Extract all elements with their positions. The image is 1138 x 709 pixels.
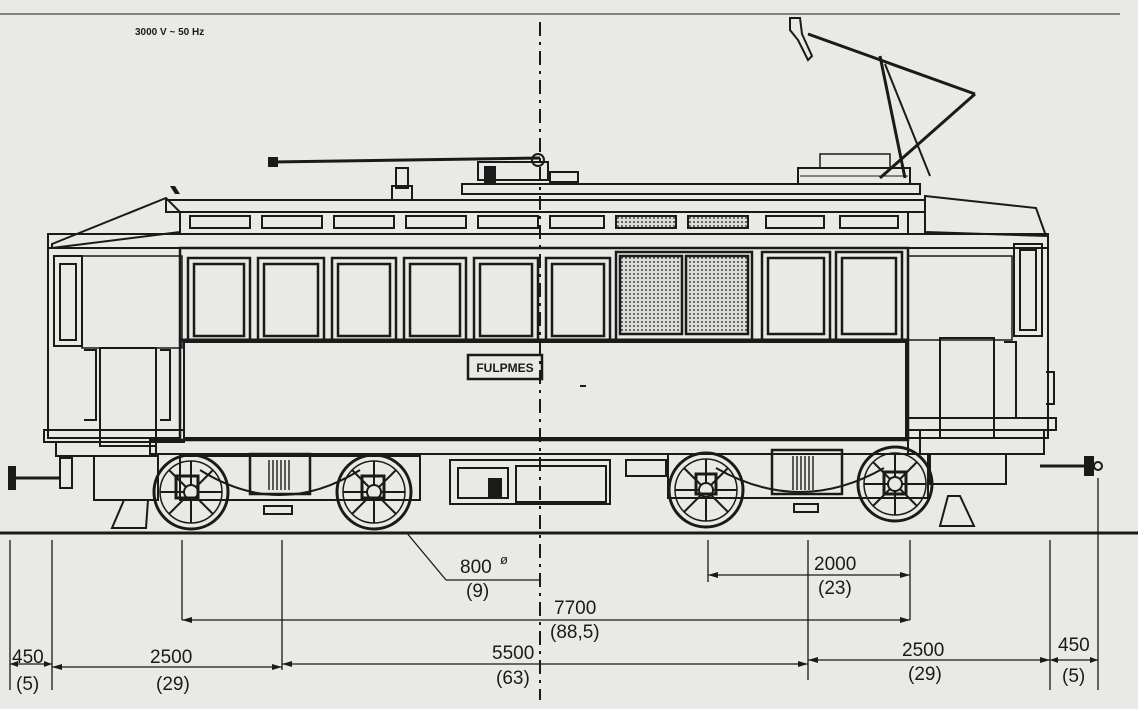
dim-left-overhang-value: 2500	[150, 647, 192, 668]
dim-right-coupler-value: 450	[1058, 635, 1090, 656]
left-platform	[8, 247, 185, 501]
dim-bogie-wheelbase-scale: (23)	[818, 578, 852, 599]
destination-plate-text: FULPMES	[476, 361, 533, 375]
right-bogie-wheel-1	[667, 451, 745, 529]
destination-plate	[466, 353, 544, 381]
dimension-lines	[9, 478, 1099, 690]
dim-wheel-diameter-value: 800	[460, 557, 492, 578]
dim-wheel-diameter-symbol: ø	[500, 552, 508, 567]
underframe	[149, 439, 909, 505]
dim-bogie-centres-value: 7700	[554, 598, 596, 619]
left-bogie	[110, 452, 421, 531]
dim-right-coupler-scale: (5)	[1062, 666, 1085, 687]
right-bogie	[667, 445, 976, 529]
dim-left-overhang-scale: (29)	[156, 674, 190, 695]
dim-half-length-scale: (63)	[496, 668, 530, 689]
left-bogie-wheel-1	[152, 453, 230, 531]
car-body: FULPMES	[178, 246, 910, 442]
dim-wheel-diameter-scale: (9)	[466, 581, 489, 602]
right-bogie-wheel-2	[856, 445, 934, 523]
dim-left-coupler-value: 450	[12, 647, 44, 668]
dim-right-overhang-scale: (29)	[908, 664, 942, 685]
voltage-label: 3000 V ~ 50 Hz	[135, 27, 204, 38]
dim-bogie-wheelbase-value: 2000	[814, 554, 856, 575]
left-bogie-wheel-2	[335, 453, 413, 531]
dim-left-coupler-scale: (5)	[16, 674, 39, 695]
passenger-windows	[186, 250, 904, 342]
dim-bogie-centres-scale: (88,5)	[550, 622, 600, 643]
dim-half-length-value: 5500	[492, 643, 534, 664]
trolley-pole	[268, 153, 579, 201]
roof	[47, 183, 1049, 250]
pantograph	[789, 17, 976, 185]
right-platform	[907, 243, 1103, 485]
dimension-arrows	[10, 572, 1098, 670]
dim-right-overhang-value: 2500	[902, 640, 944, 661]
